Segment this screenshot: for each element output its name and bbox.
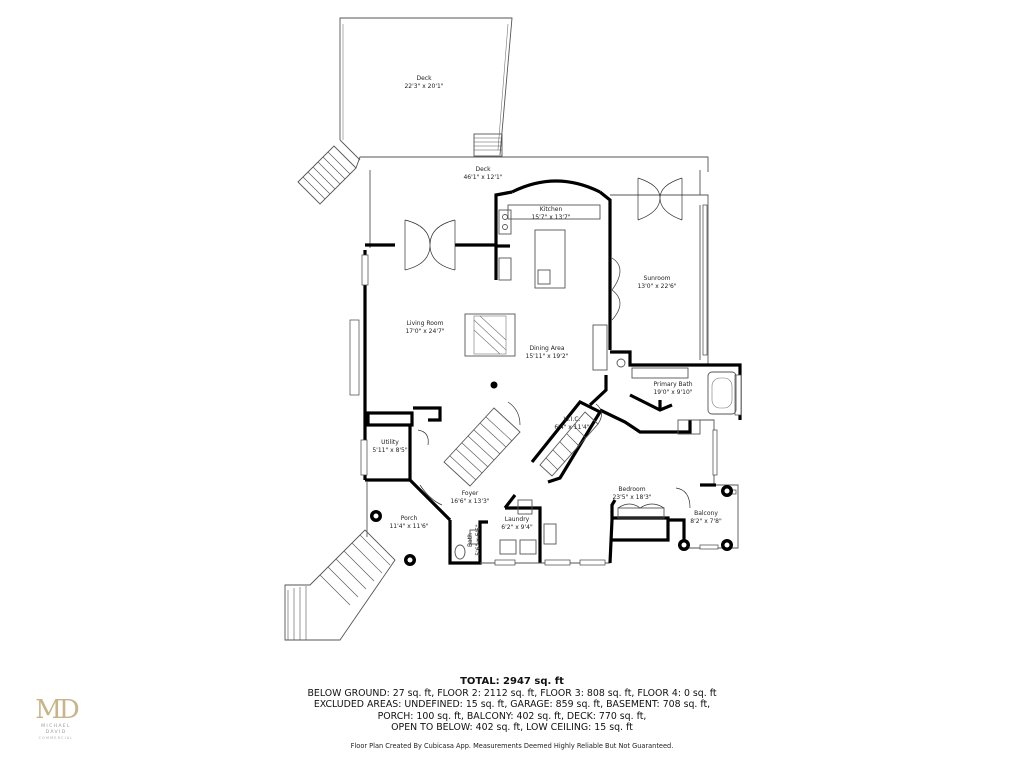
dim-living: 17'0" x 24'7" (405, 328, 444, 335)
dim-deck-upper: 22'3" x 20'1" (404, 83, 443, 90)
area-summary: TOTAL: 2947 sq. ft BELOW GROUND: 27 sq. … (0, 676, 1024, 734)
label-foyer: Foyer (462, 490, 479, 497)
dim-laundry: 6'2" x 9'4" (501, 524, 533, 531)
label-sunroom: Sunroom (644, 275, 671, 282)
label-porch: Porch (401, 515, 418, 522)
logo-mark: MD (35, 695, 79, 725)
summary-line-1: BELOW GROUND: 27 sq. ft, FLOOR 2: 2112 s… (307, 687, 717, 699)
summary-line-3: PORCH: 100 sq. ft, BALCONY: 402 sq. ft, … (377, 710, 647, 722)
label-bedroom: Bedroom (618, 486, 645, 493)
dim-bath: 5'6" x 5'5" (475, 524, 482, 556)
label-kitchen: Kitchen (540, 206, 563, 213)
label-dining: Dining Area (529, 345, 564, 352)
dim-bedroom: 23'5" x 18'3" (612, 494, 651, 501)
label-wic: W.I.C. (564, 416, 581, 423)
label-deck-main: Deck (475, 166, 491, 173)
label-laundry: Laundry (505, 516, 530, 523)
dim-porch: 11'4" x 11'6" (389, 523, 428, 530)
stairs-wic (539, 411, 599, 477)
dim-primary-bath: 19'0" x 9'10" (653, 389, 692, 396)
dim-utility: 5'11" x 8'5" (372, 447, 408, 454)
summary-line-4: OPEN TO BELOW: 402 sq. ft, LOW CEILING: … (391, 722, 633, 734)
stairs-interior (443, 407, 521, 487)
walls (363, 179, 742, 565)
stairs-lower (284, 529, 396, 641)
label-bath: Bath (467, 533, 474, 547)
company-logo: MD MICHAEL DAVID COMMERCIAL (30, 696, 82, 740)
windows (349, 204, 742, 566)
label-primary-bath: Primary Bath (653, 381, 692, 388)
summary-line-2: EXCLUDED AREAS: UNDEFINED: 15 sq. ft, GA… (313, 699, 711, 711)
disclaimer: Floor Plan Created By Cubicasa App. Meas… (350, 742, 674, 750)
dim-balcony: 8'2" x 7'8" (690, 518, 722, 525)
bath-fixtures (454, 529, 479, 560)
primary-bath-fixtures (616, 358, 737, 435)
fireplace (464, 313, 516, 389)
dim-wic: 6'4" x 11'4" (554, 424, 590, 431)
label-utility: Utility (381, 439, 399, 446)
dim-foyer: 16'6" x 13'3" (450, 498, 489, 505)
kitchen-fixtures (498, 204, 608, 371)
laundry-fixtures (499, 499, 557, 555)
label-living: Living Room (407, 320, 444, 327)
dim-sunroom: 13'0" x 22'6" (637, 283, 676, 290)
room-labels: Deck 22'3" x 20'1" Deck 46'1" x 12'1" Ki… (372, 75, 722, 556)
stairs-deck-connector (473, 133, 503, 157)
label-balcony: Balcony (694, 510, 718, 517)
label-deck-upper: Deck (416, 75, 432, 82)
bedroom-closets (617, 503, 665, 519)
posts (370, 485, 733, 566)
logo-subtitle: COMMERCIAL (38, 736, 74, 740)
dim-dining: 15'11" x 19'2" (526, 353, 569, 360)
main-deck (355, 156, 709, 248)
total-area: TOTAL: 2947 sq. ft (460, 676, 564, 687)
dim-kitchen: 15'7" x 13'7" (531, 214, 570, 221)
dim-deck-main: 46'1" x 12'1" (463, 174, 502, 181)
column-post (490, 381, 498, 389)
stairs-upper-left (297, 145, 357, 205)
french-doors (404, 177, 691, 509)
upper-deck (339, 17, 513, 161)
logo-name: MICHAEL DAVID (41, 724, 71, 735)
